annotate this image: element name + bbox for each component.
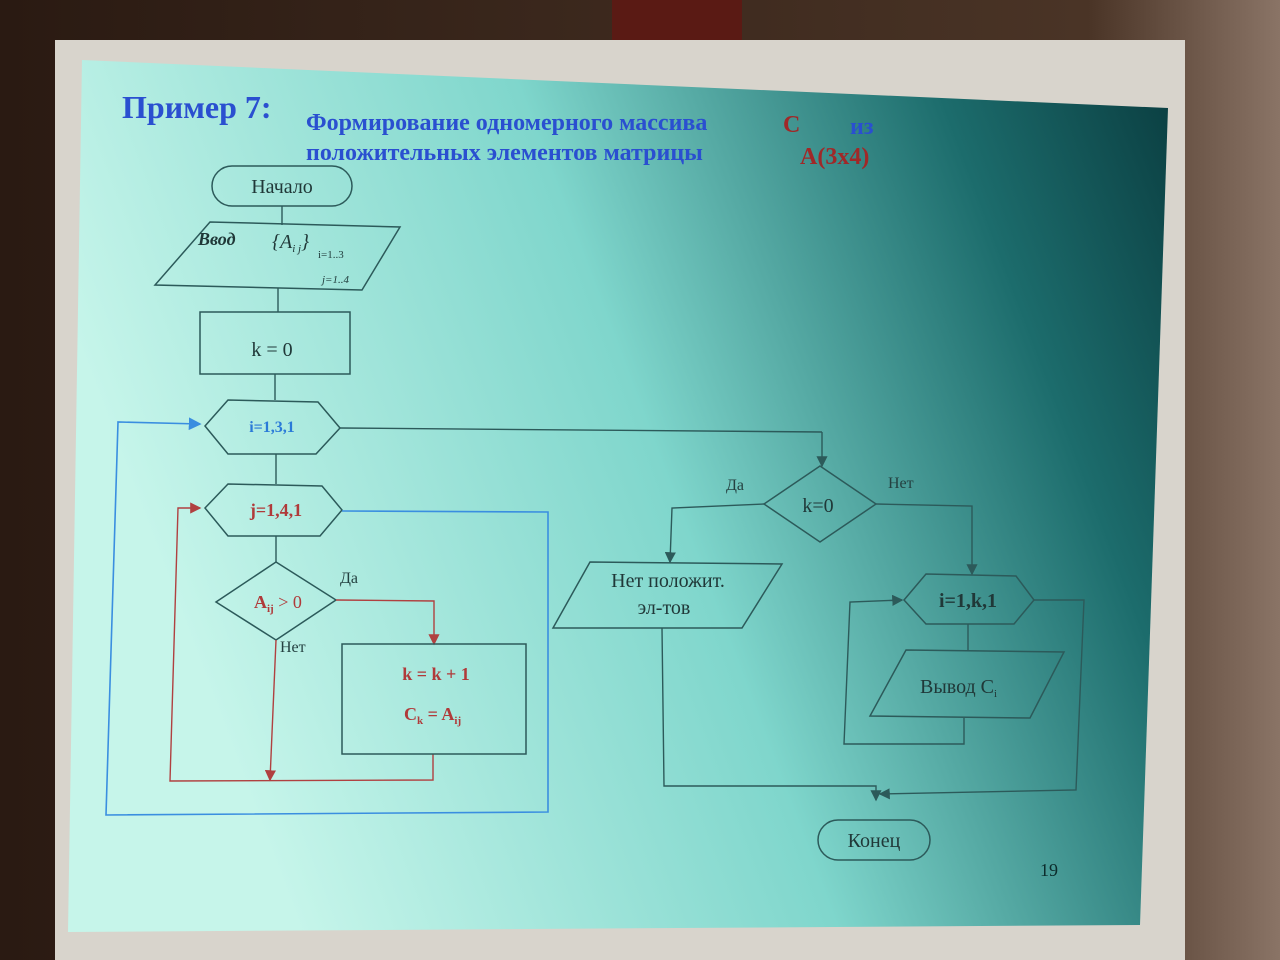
no-positive-line1: Нет положит. — [611, 570, 725, 592]
slide — [68, 60, 1168, 932]
input-range-j: j=1..4 — [320, 274, 349, 286]
init-label: k = 0 — [251, 339, 292, 361]
loop-j-block — [203, 483, 343, 537]
end-label: Конец — [848, 830, 901, 852]
condition-label: Aij > 0 — [254, 592, 302, 615]
condition-yes-label: Да — [340, 570, 358, 587]
end-terminator — [817, 819, 931, 861]
loop-i-label: i=1,3,1 — [249, 419, 295, 436]
title-line2: положительных элементов матрицы — [306, 140, 703, 166]
title-prefix: Пример 7: — [122, 89, 272, 125]
no-positive-output — [551, 561, 784, 629]
page-number: 19 — [1040, 860, 1058, 880]
no-positive-line2: эл-тов — [638, 597, 691, 619]
output-c-label: Вывод Ci — [920, 676, 997, 700]
assign-block — [341, 643, 527, 755]
loop-j-return-line — [169, 502, 434, 782]
loop-j-label: j=1,4,1 — [249, 500, 302, 520]
title-array-c: C — [783, 112, 800, 138]
output-c-block — [868, 649, 1066, 719]
input-label: Ввод — [197, 229, 236, 249]
slide-title: Пример 7: Формирование одномерного масси… — [122, 89, 874, 170]
check-k-label: k=0 — [802, 495, 833, 517]
input-expr: {Ai j} — [272, 231, 309, 255]
title-matrix: A(3x4) — [800, 144, 869, 170]
check-yes-label: Да — [726, 477, 744, 494]
check-k-block — [762, 465, 878, 543]
input-range-i: i=1..3 — [318, 249, 344, 261]
check-no-label: Нет — [888, 475, 914, 492]
title-iz: из — [850, 114, 874, 140]
start-label: Начало — [251, 176, 313, 198]
loop-i-return-line — [105, 417, 549, 816]
condition-no-label: Нет — [280, 639, 306, 656]
input-block — [153, 221, 402, 291]
loop-output-label: i=1,k,1 — [939, 590, 997, 612]
title-line1: Формирование одномерного массива — [306, 110, 707, 136]
assign-c-label: Ck = Aij — [404, 704, 461, 727]
assign-k-label: k = k + 1 — [402, 664, 470, 684]
